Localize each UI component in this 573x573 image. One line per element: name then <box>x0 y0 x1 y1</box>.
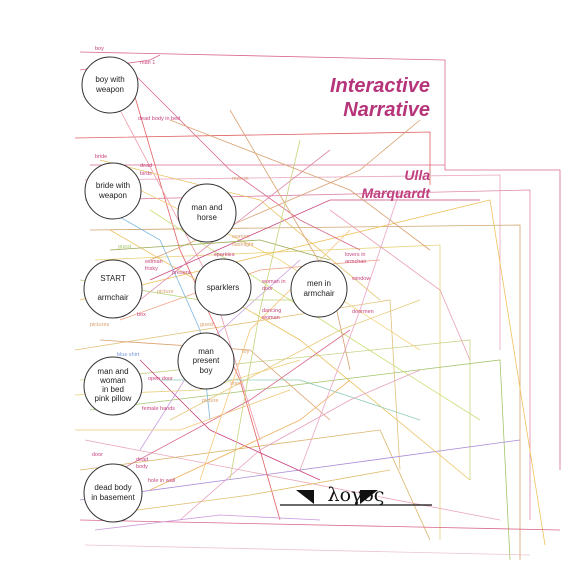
edge-label: flashlight <box>232 242 254 248</box>
edge-label: box <box>137 312 146 318</box>
edge-label: door <box>92 452 103 458</box>
edge-label: sparkles <box>214 252 235 258</box>
edge-label: female hands <box>142 406 175 412</box>
edge-label: woman <box>144 259 163 265</box>
edge-label: man in <box>232 176 249 182</box>
edge-label: hole in wall <box>148 478 175 484</box>
edge-label: bride <box>95 154 107 160</box>
edge-label: picture <box>157 289 174 295</box>
edge-label: guest <box>118 244 132 250</box>
edge-label: man 1 <box>140 60 155 66</box>
edge-label: shoe <box>230 381 242 387</box>
edge-label: pictures <box>90 322 110 328</box>
svg-text:sparklers: sparklers <box>207 283 239 292</box>
edge-label: boy <box>95 46 104 52</box>
node-sparklers: sparklers <box>194 258 252 316</box>
publisher-logo: λογος <box>327 484 385 506</box>
title-line-1: Interactive <box>329 75 430 97</box>
edge-label: woman <box>261 315 280 321</box>
edge-label: lovers in <box>345 252 365 258</box>
edge-label: doormen <box>352 309 374 315</box>
title-line-2: Narrative <box>343 99 430 121</box>
author-name: Ulla Marquardt <box>330 166 430 202</box>
edge-label: window <box>351 276 370 282</box>
edge-label: present <box>172 270 191 276</box>
author-line-2: Marquardt <box>361 185 430 201</box>
edge-label: armchair <box>345 259 367 265</box>
edge-label: door <box>262 286 273 292</box>
edge-label: dead <box>136 457 148 463</box>
edge-label: woman <box>231 234 250 240</box>
edge-label: dead <box>140 163 152 169</box>
edge-label: open door <box>148 376 173 382</box>
book-title: Interactive Narrative <box>300 74 430 122</box>
publisher-mark <box>280 490 432 506</box>
edge-label: blue shirt <box>117 352 140 358</box>
edge-label: dead body in bed <box>138 116 180 122</box>
edge-label: birds <box>140 171 152 177</box>
edge-labels: boy man 1 dead body in bed bride dead bi… <box>90 46 374 484</box>
edge-label: picture <box>202 398 219 404</box>
edge-label: guest <box>200 322 214 328</box>
edge-label: toy <box>242 349 250 355</box>
edge-label: woman in <box>261 279 286 285</box>
author-line-1: Ulla <box>404 167 430 183</box>
edge-label: frisky <box>145 266 158 272</box>
edge-label: dancing <box>262 308 281 314</box>
edges <box>74 51 561 561</box>
edge-label: body <box>136 464 148 470</box>
